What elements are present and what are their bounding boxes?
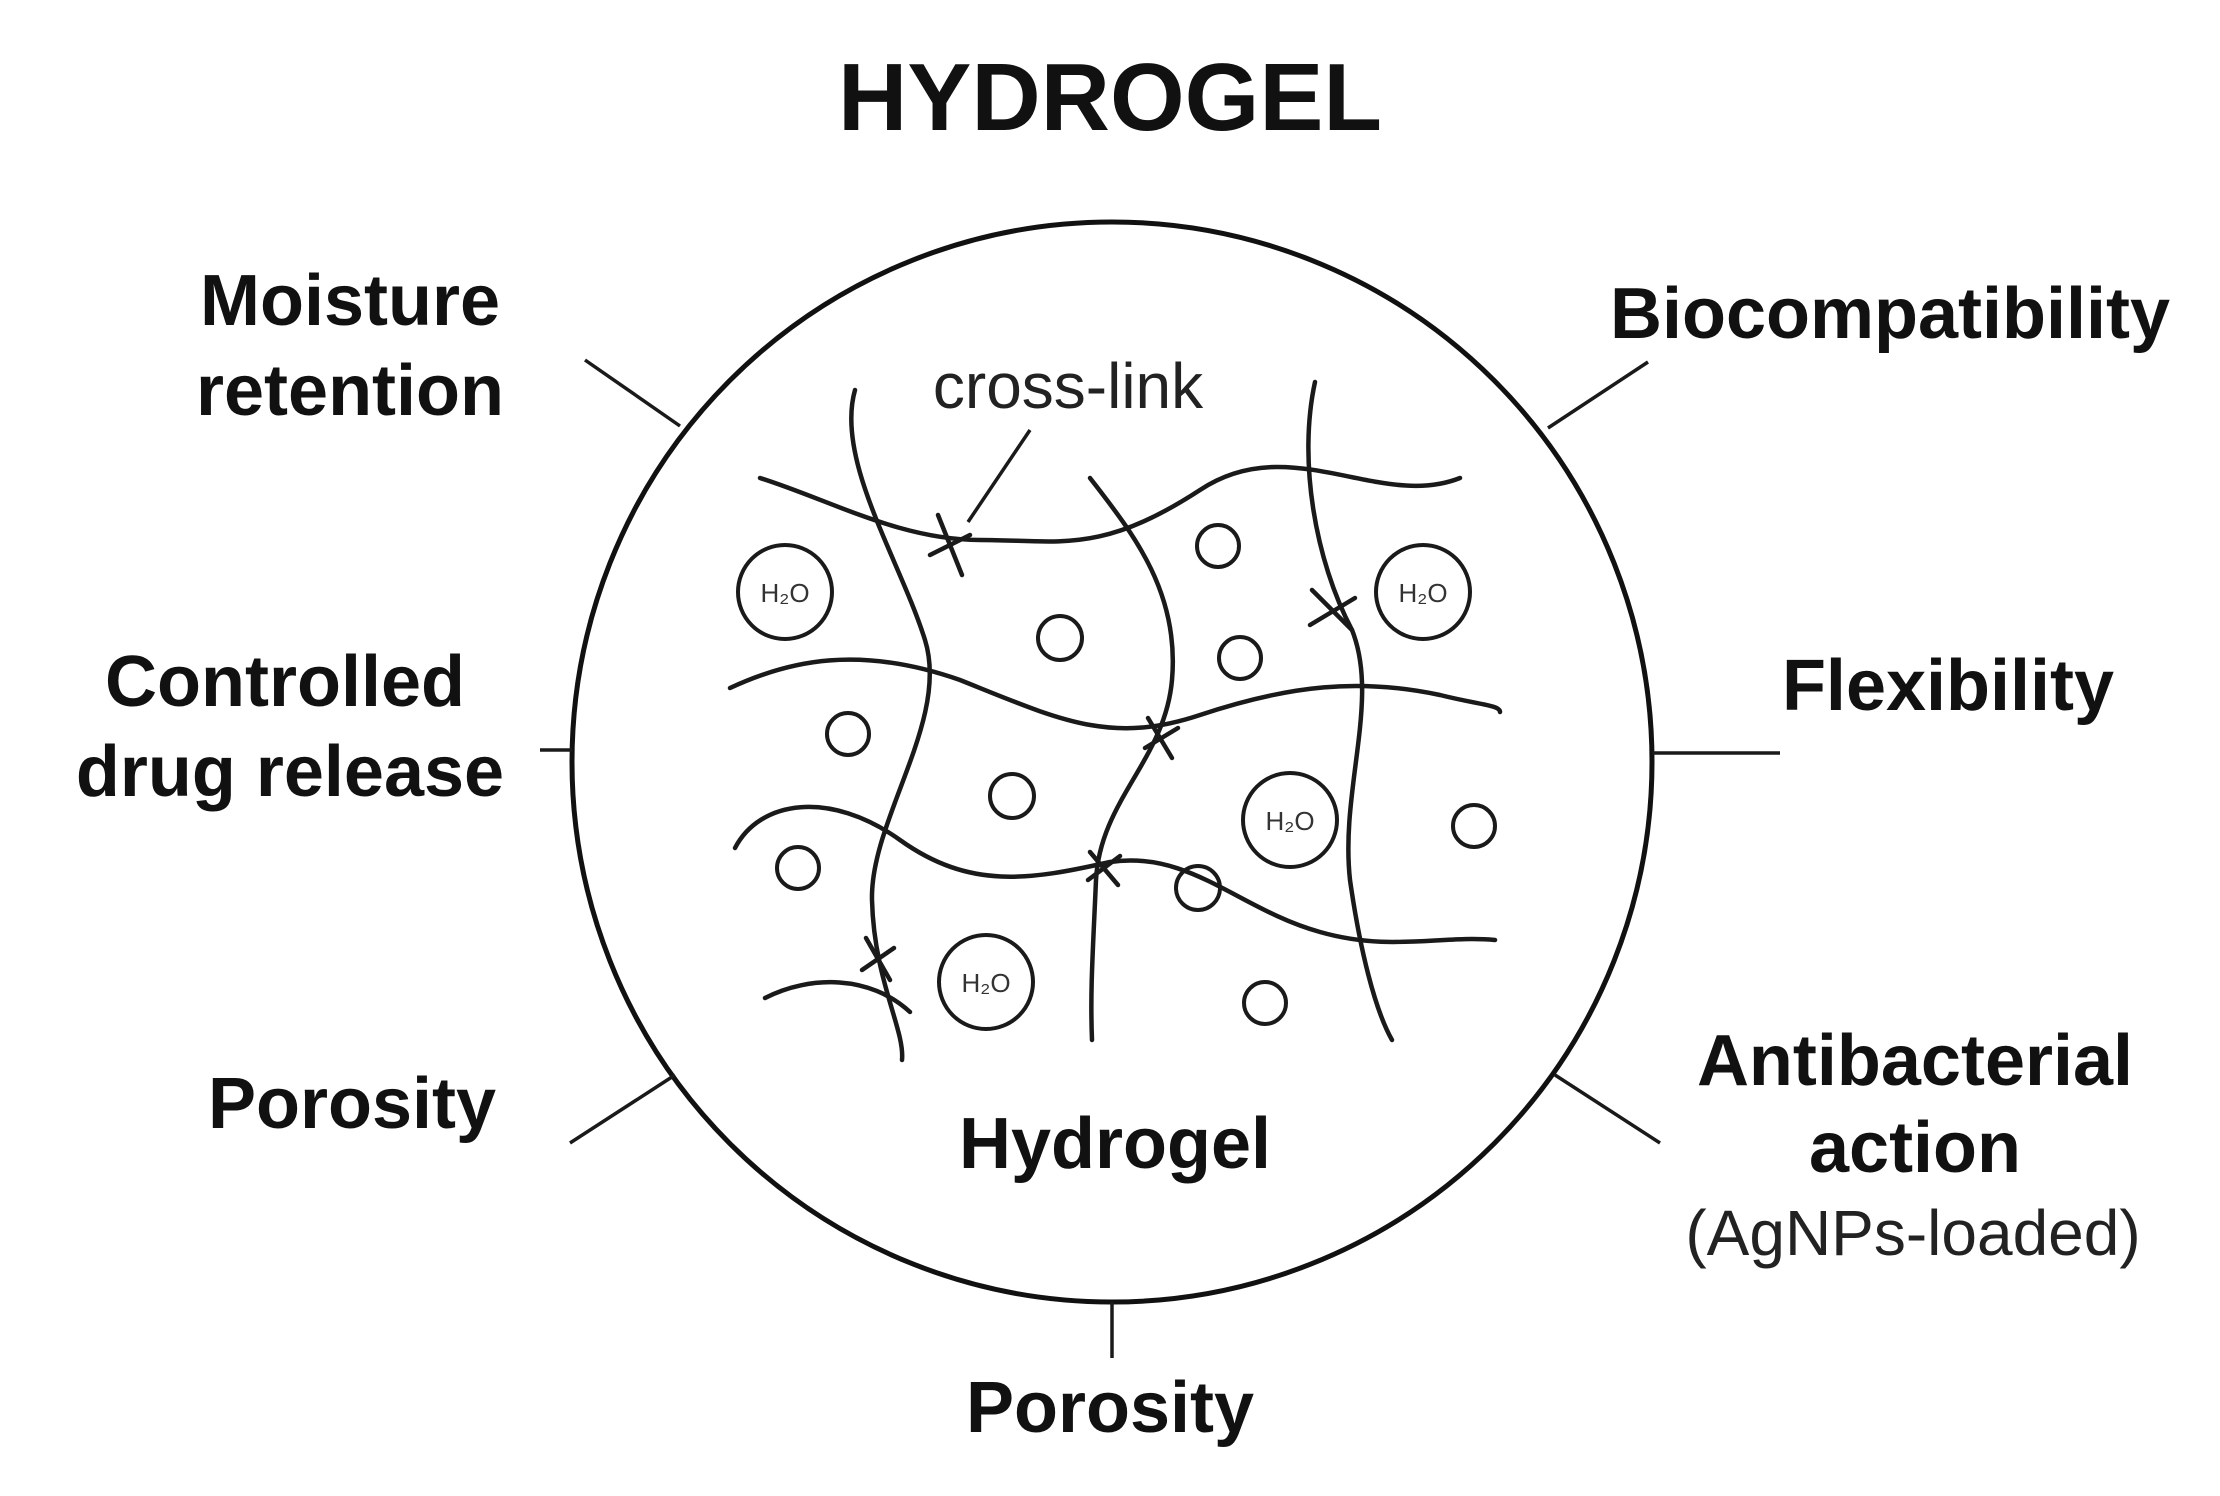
water-molecule: H₂O — [736, 543, 834, 641]
crosslink-marker — [859, 935, 897, 983]
polymer-chain — [732, 804, 1498, 945]
moisture-retention-line2: retention — [196, 351, 504, 431]
solute-particle — [988, 772, 1036, 820]
antibacterial-note: (AgNPs-loaded) — [1685, 1197, 2140, 1269]
crosslink-marker — [927, 512, 973, 578]
diagram-title: HYDROGEL — [838, 44, 1382, 151]
flexibility-label: Flexibility — [1782, 646, 2114, 726]
polymer-network — [727, 379, 1503, 1063]
connector-biocompatibility — [1547, 360, 1649, 430]
polymer-chain — [1087, 475, 1176, 1043]
solute-particle — [1242, 980, 1288, 1026]
solute-particle — [1195, 523, 1241, 569]
solute-particles — [775, 523, 1497, 1026]
water-molecules: H₂O H₂O H₂O H₂O — [736, 543, 1472, 1031]
crosslink-markers — [859, 512, 1358, 983]
solute-particle — [775, 845, 821, 891]
solute-particle — [1217, 635, 1263, 681]
crosslink-marker — [1085, 849, 1123, 888]
drug-release-line2: drug release — [76, 732, 504, 812]
polymer-chain — [762, 979, 913, 1015]
crosslink-callout-line — [966, 429, 1032, 523]
connector-antibacterial — [1554, 1073, 1661, 1145]
polymer-chain — [727, 657, 1503, 731]
water-molecule: H₂O — [937, 933, 1035, 1031]
antibacterial-line2: action — [1809, 1108, 2021, 1188]
connector-porosity-left — [569, 1073, 676, 1145]
water-molecule: H₂O — [1374, 543, 1472, 641]
polymer-chain — [1306, 379, 1395, 1043]
biocompatibility-label: Biocompatibility — [1610, 274, 2170, 354]
polymer-chain — [849, 387, 932, 1063]
moisture-retention-line1: Moisture — [200, 261, 500, 341]
porosity-left-label: Porosity — [208, 1064, 496, 1144]
water-molecule: H₂O — [1241, 771, 1339, 869]
connector-moisture — [584, 358, 681, 428]
crosslink-marker — [1142, 715, 1181, 761]
drug-release-line1: Controlled — [105, 642, 465, 722]
porosity-bottom-label: Porosity — [966, 1368, 1254, 1448]
center-label: Hydrogel — [959, 1104, 1271, 1184]
solute-particle — [825, 711, 871, 757]
solute-particle — [1174, 864, 1222, 912]
water-label: H₂O — [1398, 578, 1447, 608]
crosslink-label: cross-link — [933, 350, 1204, 422]
connector-lines — [540, 358, 1780, 1358]
solute-particle — [1036, 614, 1084, 662]
water-label: H₂O — [1265, 806, 1314, 836]
antibacterial-line1: Antibacterial — [1697, 1021, 2133, 1101]
solute-particle — [1451, 803, 1497, 849]
crosslink-marker — [1307, 587, 1358, 633]
water-label: H₂O — [961, 968, 1010, 998]
polymer-chain — [757, 464, 1463, 544]
water-label: H₂O — [760, 578, 809, 608]
